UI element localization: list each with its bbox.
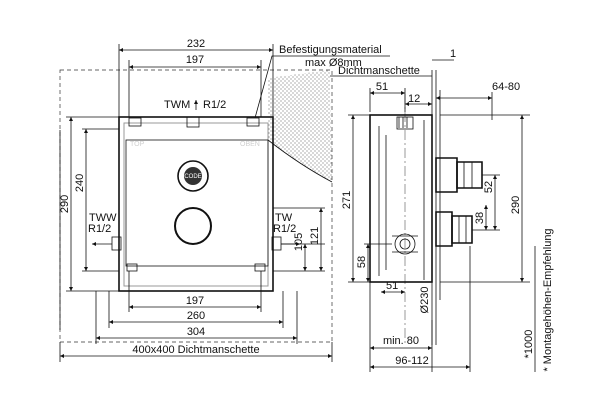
lower-valve (174, 207, 212, 245)
dim-51-top: 51 (376, 81, 388, 93)
dim-96-112: 96-112 (395, 355, 428, 367)
seal-curve (267, 139, 333, 183)
fastener-label: Befestigungsmaterial (279, 44, 382, 56)
dim-51-bottom: 51 (386, 280, 398, 292)
dim-58: 58 (356, 256, 368, 268)
dim-64-80: 64-80 (492, 81, 520, 93)
upper-valve-outer (177, 160, 209, 192)
note-label: * Montagehöhen-Empfehlung (542, 228, 554, 371)
top-label: TOP (130, 141, 145, 148)
clip-top-right (246, 117, 260, 127)
height-label: *1000 (523, 330, 535, 359)
ext-290 (66, 116, 119, 292)
dim-260: 260 (187, 310, 205, 322)
dim-290-front: 290 (59, 195, 71, 213)
tww-label: TWW (89, 212, 117, 224)
dim-1: 1 (450, 48, 456, 60)
dim-197-top: 197 (186, 54, 204, 66)
dim-min80: min. 80 (383, 335, 419, 347)
ext-304 (95, 291, 298, 344)
dim-232: 232 (187, 38, 205, 50)
tw-thread-label: R1/2 (273, 223, 296, 235)
tww-thread-label: R1/2 (88, 223, 111, 235)
dim-197-bottom: 197 (186, 295, 204, 307)
dim-d230: Ø230 (419, 287, 431, 314)
right-connector (271, 236, 282, 251)
side-top-fitting (396, 116, 414, 130)
twm-label: TWM (164, 99, 190, 111)
side-view: 1 51 12 64-80 271 58 52 38 290 51 Ø230 m… (341, 48, 554, 372)
left-connector (111, 236, 122, 251)
side-top-thread (398, 117, 408, 128)
lower-knob-lines (458, 216, 467, 243)
upper-stem (435, 157, 458, 193)
fastener-size-label: max Ø8mm (305, 57, 362, 69)
side-bottom-fitting-lines (392, 235, 418, 253)
upper-valve-inner (184, 167, 202, 185)
tw-label: TW (275, 212, 293, 224)
side-housing-inner (378, 120, 425, 280)
ext-197-top (128, 60, 262, 117)
side-housing (369, 114, 433, 283)
ext-240 (82, 128, 119, 272)
upper-knob (456, 161, 483, 189)
lower-knob (451, 215, 473, 244)
seal-size-label: 400x400 Dichtmanschette (132, 344, 259, 356)
mounting-plate (125, 139, 269, 267)
top-connector (186, 116, 200, 128)
seal-label: Dichtmanschette (338, 65, 420, 77)
dim-52: 52 (483, 181, 495, 193)
oben-label: OBEN (240, 141, 260, 148)
twm-thread-label: R1/2 (203, 99, 226, 111)
dim-290-side: 290 (510, 196, 522, 214)
dim-304: 304 (187, 326, 205, 338)
front-view: CODE TOP OBEN TWM R1/2 TWW R1/2 TW R1/2 … (59, 38, 432, 362)
fastener-leader (254, 55, 390, 119)
side-bottom-fitting-inner (399, 238, 411, 250)
wall-hatch (268, 70, 332, 182)
side-bottom-fitting-outer (394, 233, 416, 255)
clip-bottom-left (126, 263, 138, 272)
logo-text: CODE (184, 174, 201, 180)
upper-knob-lines (463, 162, 473, 188)
clip-top-left (128, 117, 142, 127)
dim-38: 38 (474, 212, 486, 224)
ext-bottom-side (369, 282, 433, 372)
dim-240: 240 (74, 174, 86, 192)
ext-400 (59, 342, 333, 362)
clip-bottom-right (254, 263, 266, 272)
lower-stem (435, 211, 453, 247)
dim-105: 105 (293, 233, 305, 251)
dim-121: 121 (309, 227, 321, 245)
dim-271: 271 (341, 191, 353, 209)
dim-12: 12 (408, 93, 420, 105)
